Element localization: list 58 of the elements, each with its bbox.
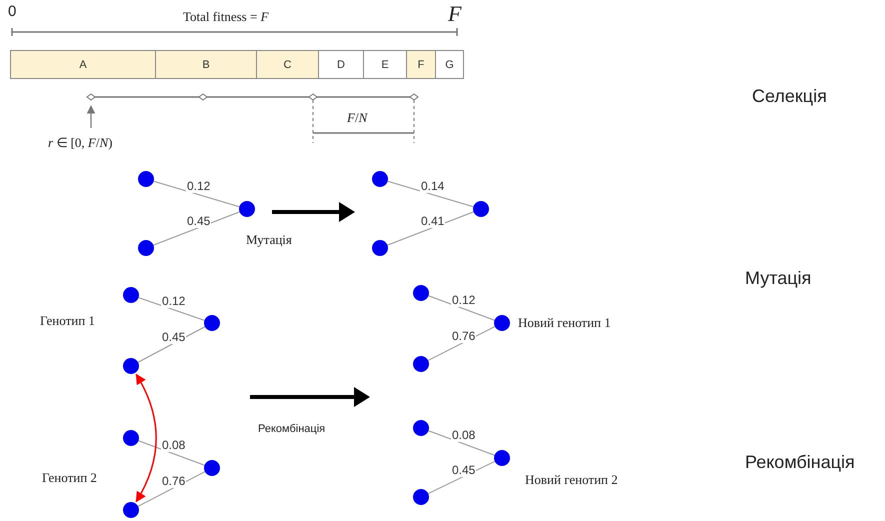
neuron-node bbox=[138, 171, 154, 187]
fitness-segment: C bbox=[256, 50, 319, 79]
connection-line bbox=[138, 297, 205, 321]
connection-line bbox=[387, 180, 474, 208]
neuron-node bbox=[372, 171, 388, 187]
genotype-label: Новий генотип 1 bbox=[518, 315, 611, 331]
neuron-node bbox=[204, 460, 220, 476]
connection-line bbox=[428, 430, 495, 456]
fitness-segment: F bbox=[406, 50, 436, 79]
neuron-node bbox=[204, 315, 220, 331]
weight-label: 0.76 bbox=[451, 330, 476, 342]
connection-line bbox=[153, 180, 240, 208]
swap-arrow bbox=[136, 374, 157, 502]
neuron-node bbox=[123, 430, 139, 446]
neuron-node bbox=[494, 315, 510, 331]
fitness-segment: E bbox=[363, 50, 407, 79]
genotype-label: Генотип 1 bbox=[40, 313, 95, 329]
weight-label: 0.12 bbox=[161, 295, 186, 308]
fitness-segment: A bbox=[10, 50, 156, 79]
weight-label: 0.41 bbox=[420, 214, 446, 228]
scale-label: Total fitness = F bbox=[183, 9, 269, 25]
neuron-node bbox=[413, 356, 429, 372]
weight-label: 0.14 bbox=[420, 180, 446, 193]
genotype-label: Новий генотип 2 bbox=[525, 472, 618, 488]
neuron-node bbox=[138, 240, 154, 256]
weight-label: 0.45 bbox=[451, 464, 476, 476]
step-label: Рекомбінація bbox=[258, 423, 326, 435]
neuron-node bbox=[413, 489, 429, 505]
weight-label: 0.45 bbox=[161, 330, 186, 344]
weight-label: 0.12 bbox=[186, 180, 212, 193]
section-heading: Селекція bbox=[752, 86, 827, 107]
scale-label: F bbox=[448, 1, 462, 27]
neuron-node bbox=[413, 420, 429, 436]
neuron-node bbox=[413, 285, 429, 301]
fitness-segment: D bbox=[318, 50, 364, 79]
weight-label: 0.76 bbox=[161, 475, 186, 488]
neuron-node bbox=[123, 502, 139, 518]
neuron-node bbox=[372, 240, 388, 256]
connection-line bbox=[138, 440, 205, 466]
section-heading: Рекомбінація bbox=[745, 452, 855, 473]
weight-label: 0.12 bbox=[451, 294, 476, 307]
neuron-node bbox=[473, 201, 489, 217]
genotype-label: Генотип 2 bbox=[42, 470, 97, 486]
formula-label: F/N bbox=[347, 110, 368, 126]
neuron-node bbox=[123, 287, 139, 303]
fitness-segment: G bbox=[435, 50, 464, 79]
section-heading: Мутація bbox=[745, 268, 812, 289]
neuron-node bbox=[123, 358, 139, 374]
weight-label: 0.08 bbox=[451, 429, 476, 442]
neuron-node bbox=[494, 450, 510, 466]
step-label: Мутація bbox=[246, 232, 292, 248]
weight-label: 0.45 bbox=[186, 214, 212, 228]
scale-label: 0 bbox=[8, 3, 16, 20]
neuron-node bbox=[239, 201, 255, 217]
connection-line bbox=[428, 295, 495, 321]
formula-label: r ∈ [0, F/N) bbox=[48, 135, 112, 151]
weight-label: 0.08 bbox=[161, 439, 186, 452]
fitness-segment: B bbox=[155, 50, 257, 79]
